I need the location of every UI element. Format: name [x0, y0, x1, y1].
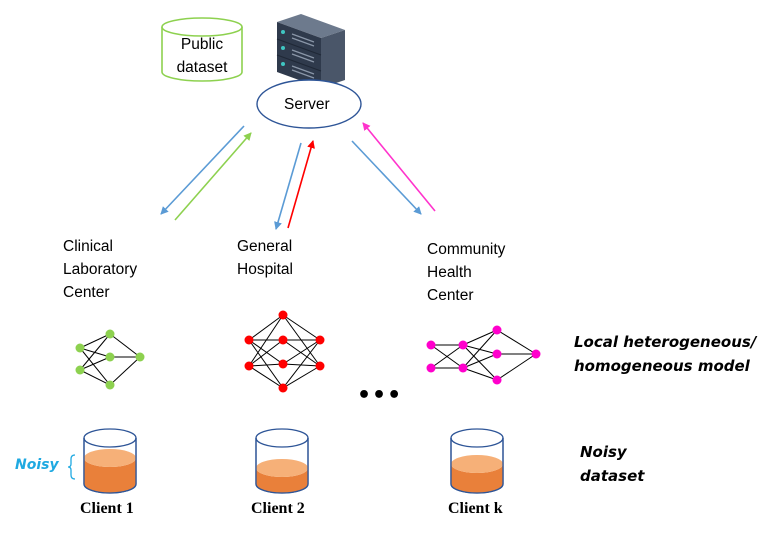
site-label-line: Clinical — [63, 238, 113, 255]
noisy-brace — [67, 454, 76, 480]
client-label-k: Client k — [448, 500, 503, 517]
site-label-general-hospital: General Hospital — [237, 235, 293, 281]
site-label-line: Center — [427, 287, 474, 304]
legend-model-line-2: homogeneous model — [574, 357, 750, 375]
legend-noisy-dataset: Noisy dataset — [580, 440, 644, 488]
noisy-tag: Noisy — [15, 457, 59, 473]
site-label-line: Hospital — [237, 261, 293, 278]
local-model-clinical-laboratory — [75, 329, 145, 390]
legend-dataset-line-1: Noisy — [580, 443, 627, 461]
site-label-line: General — [237, 238, 293, 255]
legend-local-model: Local heterogeneous/ homogeneous model — [574, 330, 756, 378]
public-dataset-line-2: dataset — [176, 59, 228, 76]
site-label-community-health: Community Health Center — [427, 238, 505, 307]
site-label-line: Laboratory — [63, 261, 138, 278]
uplink-arrow-middle — [287, 140, 315, 229]
client-label-1: Client 1 — [80, 500, 134, 517]
uplink-arrow-left — [174, 132, 252, 221]
server-icon — [276, 14, 345, 88]
local-model-community-health — [426, 325, 541, 385]
local-model-general-hospital — [244, 310, 325, 393]
public-dataset-label: Public dataset — [170, 33, 234, 79]
downlink-arrow-left — [160, 125, 245, 215]
public-dataset-line-1: Public — [180, 36, 224, 53]
legend-dataset-line-2: dataset — [580, 467, 645, 485]
server-ellipse — [256, 79, 362, 129]
site-label-clinical-laboratory: Clinical Laboratory Center — [63, 235, 137, 304]
client-k-dataset-cylinder — [450, 428, 504, 494]
public-dataset-cylinder — [161, 17, 243, 82]
site-label-line: Community — [427, 241, 506, 258]
more-clients-ellipsis: ••• — [357, 383, 403, 408]
legend-model-line-1: Local heterogeneous/ — [574, 333, 757, 351]
site-label-line: Center — [63, 284, 110, 301]
client-label-2: Client 2 — [251, 500, 305, 517]
downlink-arrow-middle — [274, 142, 302, 230]
client-1-dataset-cylinder — [83, 428, 137, 494]
server-label: Server — [284, 96, 330, 113]
client-2-dataset-cylinder — [255, 428, 309, 494]
downlink-arrow-right — [351, 140, 422, 215]
site-label-line: Health — [427, 264, 472, 281]
uplink-arrow-right — [362, 122, 436, 212]
